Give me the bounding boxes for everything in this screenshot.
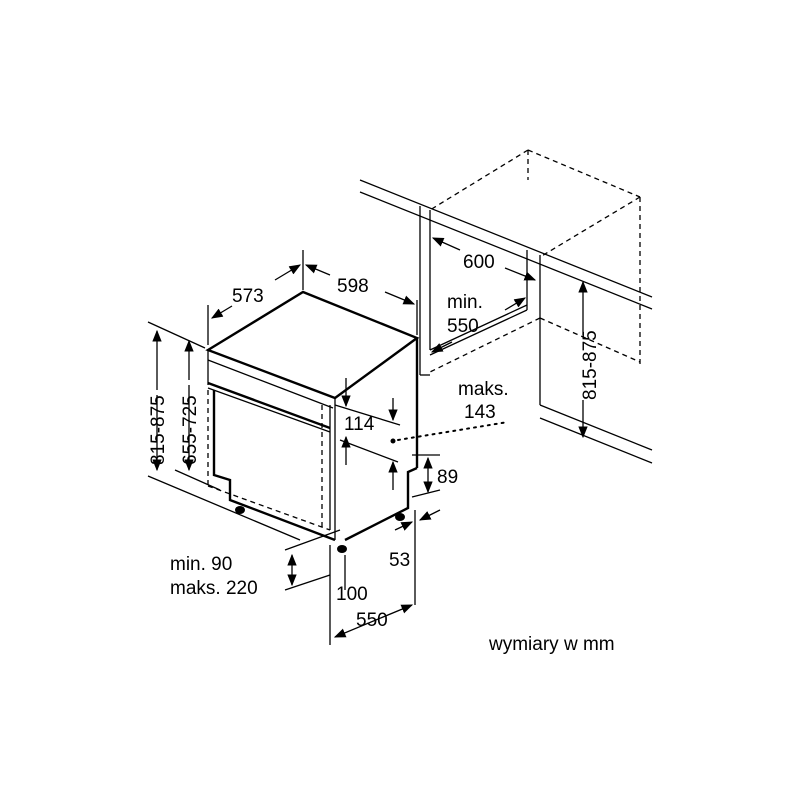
units-note: wymiary w mm <box>488 634 615 655</box>
label-plinth-depth: 100 <box>336 584 368 605</box>
label-bottom-depth: 550 <box>356 610 388 631</box>
label-width: 598 <box>337 276 369 297</box>
label-niche-height: 815-875 <box>580 330 601 400</box>
dishwasher <box>205 290 509 553</box>
label-niche-min: min. <box>447 292 483 313</box>
dimension-lines <box>147 237 588 645</box>
label-height-body: 655-725 <box>180 395 201 465</box>
label-foot-offset: 53 <box>389 550 410 571</box>
label-plinth-max: maks. 220 <box>170 578 258 599</box>
label-max: maks. <box>458 379 509 400</box>
label-niche-min-value: 550 <box>447 316 479 337</box>
kitchen-niche <box>359 149 653 464</box>
label-plinth-min: min. 90 <box>170 554 232 575</box>
label-plinth-height: 89 <box>437 467 458 488</box>
label-niche-width: 600 <box>463 252 495 273</box>
label-height-total: 815-875 <box>148 395 169 465</box>
label-depth: 573 <box>232 286 264 307</box>
label-max-value: 143 <box>464 402 496 423</box>
label-panel-height: 114 <box>344 414 375 435</box>
